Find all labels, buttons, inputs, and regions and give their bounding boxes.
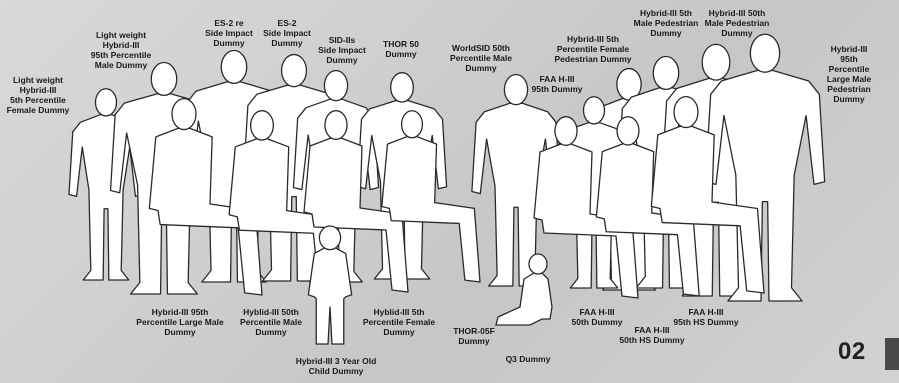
- label-line: Dummy: [318, 55, 366, 65]
- label-line: Male Dummy: [91, 60, 151, 70]
- page-number: 02: [838, 338, 866, 366]
- label-line: Hybrid-III 95th: [824, 44, 874, 64]
- label-line: ES-2: [263, 18, 311, 28]
- label-line: Dummy: [263, 38, 311, 48]
- label-line: Dummy: [205, 38, 253, 48]
- label-line: Percentile Male: [240, 317, 302, 327]
- label-line: FAA H-III: [571, 307, 622, 317]
- label-line: Dummy: [240, 327, 302, 337]
- label-line: Percentile Male: [450, 53, 512, 63]
- label-line: THOR-05F: [453, 326, 495, 336]
- label-line: Dummy: [363, 327, 435, 337]
- label-line: Male Pedestrian: [705, 18, 770, 28]
- label-line: Child Dummy: [296, 366, 377, 376]
- label-line: Dummy: [136, 327, 223, 337]
- label-line: Hybrid-III: [91, 40, 151, 50]
- label-line: Hybrid-III 3 Year Old: [296, 356, 377, 366]
- label-line: Hyblid-III 5th: [363, 307, 435, 317]
- label-line: 95th Dummy: [531, 84, 582, 94]
- label-line: 95th Percentile: [91, 50, 151, 60]
- label-line: Light weight: [91, 30, 151, 40]
- label-line: Hyblid-III 50th: [240, 307, 302, 317]
- label-line: Female Dummy: [7, 105, 70, 115]
- label-line: Pedestrian Dummy: [824, 84, 874, 104]
- label-line: THOR 50: [383, 39, 419, 49]
- label-line: Side Impact: [318, 45, 366, 55]
- label-line: Dummy: [634, 28, 699, 38]
- label-line: 5th Percentile: [7, 95, 70, 105]
- label-line: Percentile Large Male: [824, 64, 874, 84]
- label-line: Percentile Female: [363, 317, 435, 327]
- label-line: Dummy: [453, 336, 495, 346]
- label-line: ES-2 re: [205, 18, 253, 28]
- label-line: Light weight: [7, 75, 70, 85]
- label-line: SID-IIs: [318, 35, 366, 45]
- label-line: Side Impact: [263, 28, 311, 38]
- label-line: Hybrid-III 95th: [136, 307, 223, 317]
- label-line: Percentile Large Male: [136, 317, 223, 327]
- label-line: Male Pedestrian: [634, 18, 699, 28]
- label-line: FAA H-III: [673, 307, 738, 317]
- label-line: Dummy: [705, 28, 770, 38]
- label-line: Hybrid-III 50th: [705, 8, 770, 18]
- page-tab-marker: [885, 338, 899, 370]
- label-line: Pedestrian Dummy: [555, 54, 632, 64]
- label-line: Hybrid-III 5th: [555, 34, 632, 44]
- label-line: WorldSID 50th: [450, 43, 512, 53]
- label-line: 50th HS Dummy: [619, 335, 684, 345]
- label-line: Hybrid-III 5th: [634, 8, 699, 18]
- label-line: Side Impact: [205, 28, 253, 38]
- label-line: 95th HS Dummy: [673, 317, 738, 327]
- label-line: Dummy: [450, 63, 512, 73]
- label-line: Q3 Dummy: [506, 354, 551, 364]
- label-line: Hybrid-III: [7, 85, 70, 95]
- label-line: 50th Dummy: [571, 317, 622, 327]
- label-line: Percentile Female: [555, 44, 632, 54]
- label-line: Dummy: [383, 49, 419, 59]
- label-q3: Q3 Dummy: [506, 354, 551, 364]
- label-line: FAA H-III: [531, 74, 582, 84]
